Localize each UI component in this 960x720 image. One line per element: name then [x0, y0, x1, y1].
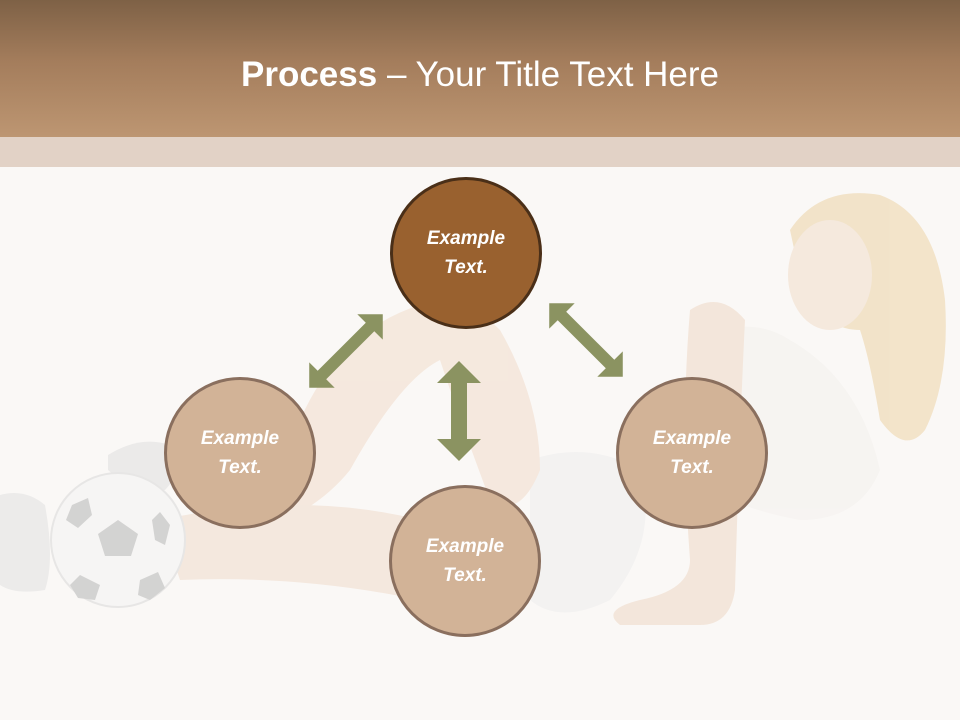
cycle-node-right: Example Text. — [616, 377, 768, 529]
double-arrow-icon-vertical — [437, 361, 481, 461]
background-photo — [0, 193, 946, 625]
title-bold: Process — [241, 55, 378, 94]
cycle-node-bottom: Example Text. — [389, 485, 541, 637]
header-band — [0, 137, 960, 167]
cycle-node-right-text: Example Text. — [652, 428, 732, 478]
cycle-node-left-text: Example Text. — [200, 428, 280, 478]
title-rest: – Your Title Text Here — [377, 55, 719, 94]
cycle-node-top-text: Example Text. — [426, 228, 506, 278]
cycle-node-top: Example Text. — [390, 177, 542, 329]
slide-title: Process – Your Title Text Here — [0, 52, 960, 98]
double-arrow-icon-left — [309, 314, 383, 388]
title-bar — [0, 0, 960, 137]
double-arrow-icon-right — [549, 303, 623, 377]
cycle-node-bottom-text: Example Text. — [425, 536, 505, 586]
cycle-node-left: Example Text. — [164, 377, 316, 529]
